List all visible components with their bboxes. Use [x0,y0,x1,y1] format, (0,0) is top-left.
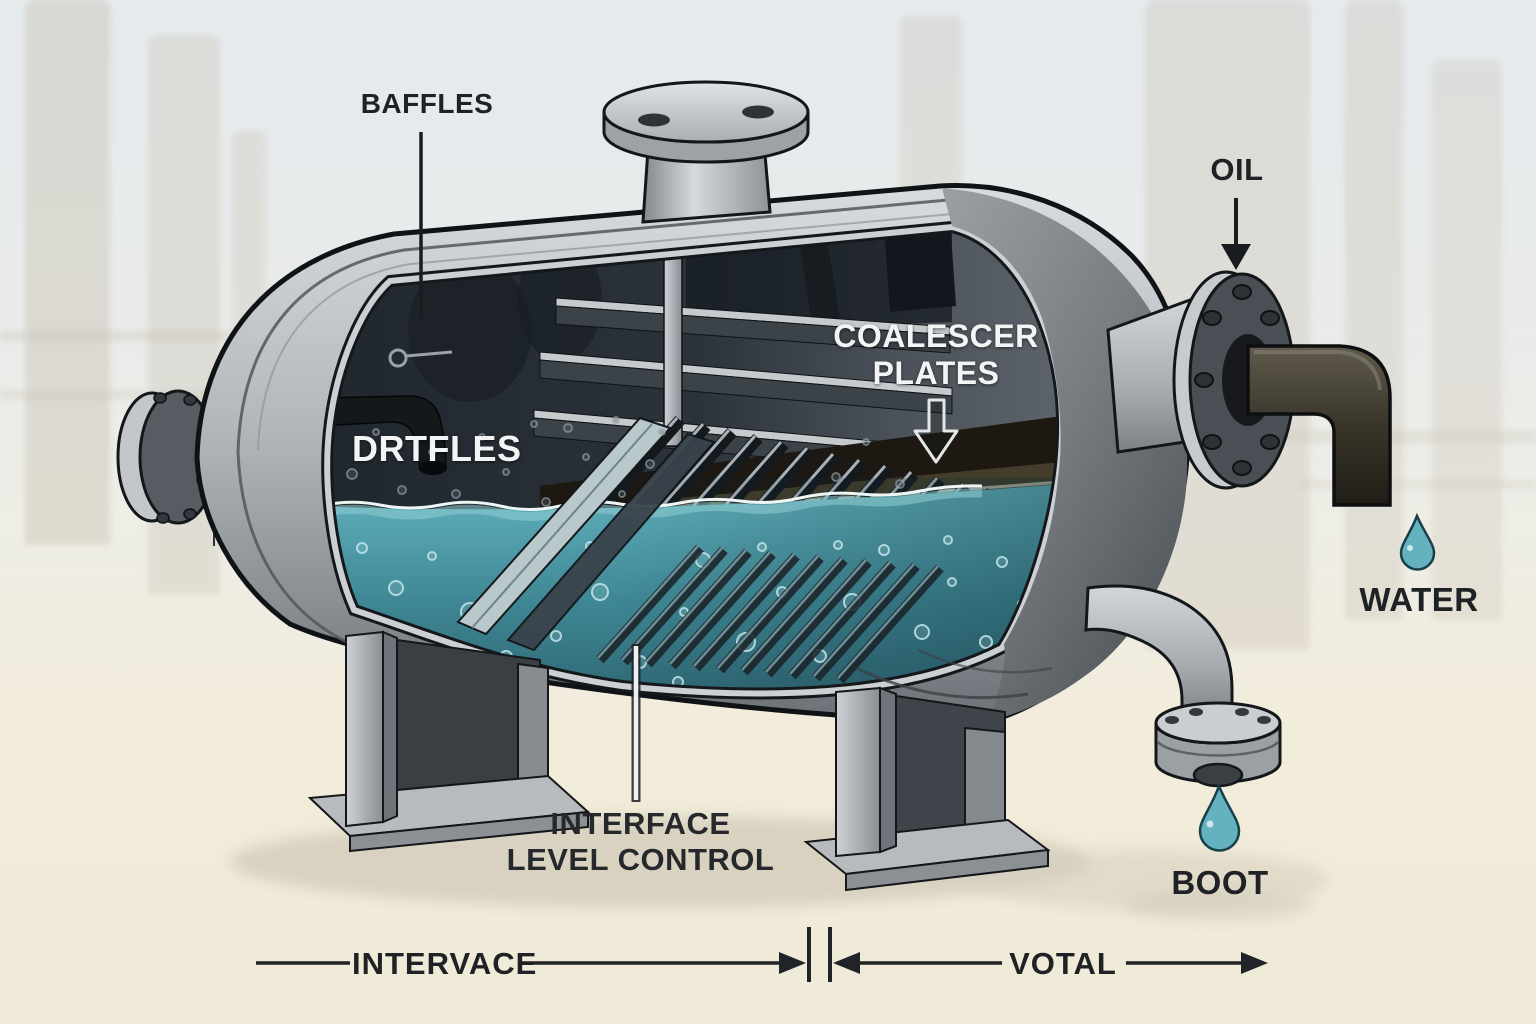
driftles-label: DRTFLES [352,428,522,469]
annotation-lines [419,132,1251,802]
oil-mist-droplets [346,416,905,507]
coalescer-long-plates [456,416,944,684]
inlet-pipe-interior [327,348,453,475]
boot-flange-top [1154,701,1282,745]
water-label: WATER [1359,581,1479,618]
top-nozzle [602,80,810,224]
boot-label: BOOT [1171,864,1269,901]
oil-arrow [1221,198,1251,270]
interface-line1: INTERFACE [550,806,731,841]
flange-bolt-hole [638,113,670,127]
baffles-label: BAFFLES [360,88,494,119]
background-piperack [1300,480,1536,490]
interface-line2: LEVEL CONTROL [506,841,775,877]
oil-outlet-pipe [1246,344,1392,507]
coalescer-arrow [913,398,959,464]
dimension-right-label: VOTAL [1009,946,1117,981]
oil-outlet-droplet [1399,512,1436,571]
coalescer-plates-line1: COALESCER [833,318,1039,354]
dimension-left-label: INTERVACE [352,946,538,981]
background-tower [1432,60,1502,620]
flange-bolt-hole [742,105,774,119]
boot-pipe [1084,584,1234,722]
background-tower [1345,0,1403,620]
interface-level-control-label: INTERFACE LEVEL CONTROL [498,806,783,877]
support-leg-right [803,686,1051,892]
boot-droplet [1198,782,1241,852]
boot-flange-bolts [1165,708,1271,724]
oil-outlet [1106,270,1436,571]
cutaway-interior [327,227,1063,694]
oil-label: OIL [1210,152,1264,187]
dimension-lines [256,927,1268,982]
shell-seam [257,213,953,451]
boot-drain-nub [1192,762,1244,788]
coalescer-plates-label: COALESCER PLATES [820,318,1052,392]
shell-seam [236,198,949,650]
coalescer-plates-line2: PLATES [872,354,1000,391]
support-leg-left [307,630,591,853]
boot-assembly [1084,584,1282,852]
baffle-post [663,245,683,447]
top-nozzle-flange [602,80,810,144]
background-tower [25,0,110,545]
